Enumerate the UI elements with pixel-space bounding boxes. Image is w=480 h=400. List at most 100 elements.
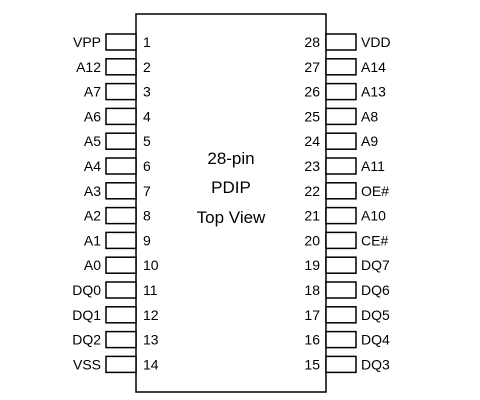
pin-box [325, 82, 357, 101]
pin-name: A0 [84, 257, 101, 273]
pin-name: A9 [361, 133, 378, 149]
pin-box [325, 33, 357, 51]
pin-number: 6 [143, 158, 151, 174]
pin-4: A6 4 [84, 107, 151, 126]
pin-number: 3 [143, 84, 151, 100]
pin-name: DQ3 [361, 356, 390, 372]
pin-number: 24 [304, 133, 320, 149]
pin-number: 25 [304, 108, 320, 124]
pin-name: A6 [84, 108, 101, 124]
pin-number: 11 [143, 282, 158, 298]
pin-16: 16 DQ4 [304, 330, 390, 349]
pin-box [105, 231, 137, 250]
pin-box [105, 206, 137, 225]
pin-15: 15 DQ3 [304, 355, 390, 374]
pin-22: 22 OE# [304, 182, 389, 200]
pin-name: A11 [361, 158, 385, 174]
pin-box [325, 182, 357, 200]
chip-body [135, 13, 327, 393]
pin-number: 28 [304, 34, 320, 50]
pin-name: A7 [84, 84, 101, 100]
pin-box [325, 107, 357, 126]
pin-number: 22 [304, 183, 320, 199]
pin-number: 19 [304, 257, 320, 273]
pin-name: A13 [361, 84, 386, 100]
pin-number: 23 [304, 158, 320, 174]
pin-number: 21 [304, 208, 320, 224]
pin-name: A4 [84, 158, 101, 174]
pin-number: 13 [143, 332, 159, 348]
pin-25: 25 A8 [304, 107, 378, 126]
pin-number: 2 [143, 59, 151, 75]
pin-19: 19 DQ7 [304, 256, 390, 274]
pin-2: A12 2 [76, 58, 151, 76]
pin-name: A3 [84, 183, 101, 199]
pin-box [325, 206, 357, 225]
pin-name: A1 [84, 232, 101, 248]
pin-name: A2 [84, 208, 101, 224]
pin-box [105, 355, 137, 374]
pin-box [325, 306, 357, 324]
pin-box [325, 256, 357, 274]
pin-name: VDD [361, 34, 391, 50]
pin-number: 27 [304, 59, 320, 75]
pin-3: A7 3 [84, 82, 151, 101]
pin-20: 20 CE# [304, 231, 388, 250]
pin-27: 27 A14 [304, 58, 386, 76]
pin-11: DQ0 11 [72, 281, 158, 299]
pin-box [105, 330, 137, 349]
pin-13: DQ2 13 [72, 330, 159, 349]
pin-6: A4 6 [84, 157, 151, 175]
pin-name: A5 [84, 133, 101, 149]
pin-28: 28 VDD [304, 33, 391, 51]
pin-box [105, 58, 137, 76]
pin-box [325, 231, 357, 250]
pin-name: OE# [361, 183, 389, 199]
pin-number: 12 [143, 307, 159, 323]
pin-box [105, 306, 137, 324]
pin-name: DQ6 [361, 282, 390, 298]
pin-name: A12 [76, 59, 101, 75]
pin-name: DQ4 [361, 332, 390, 348]
pin-box [105, 157, 137, 175]
pin-name: A14 [361, 59, 386, 75]
pin-number: 15 [304, 356, 320, 372]
pin-name: CE# [361, 232, 388, 248]
pin-name: DQ0 [72, 282, 101, 298]
pin-box [325, 281, 357, 299]
pin-name: DQ5 [361, 307, 390, 323]
pin-name: VPP [73, 34, 101, 50]
pin-box [105, 281, 137, 299]
pin-18: 18 DQ6 [304, 281, 390, 299]
pin-box [325, 330, 357, 349]
pin-number: 20 [304, 232, 320, 248]
pin-name: DQ2 [72, 332, 101, 348]
pin-number: 14 [143, 356, 159, 372]
pin-box [105, 82, 137, 101]
pin-number: 4 [143, 108, 151, 124]
pin-box [105, 182, 137, 200]
pin-name: DQ7 [361, 257, 390, 273]
pin-number: 18 [304, 282, 320, 298]
pin-number: 16 [304, 332, 320, 348]
pin-name: VSS [73, 356, 101, 372]
pin-10: A0 10 [84, 256, 159, 274]
pin-14: VSS 14 [73, 355, 159, 374]
pin-23: 23 A11 [304, 157, 385, 175]
pin-name: A8 [361, 108, 378, 124]
pin-21: 21 A10 [304, 206, 386, 225]
chip-label-package: PDIP [211, 178, 251, 197]
pin-box [325, 355, 357, 374]
pin-box [325, 132, 357, 150]
pin-name: A10 [361, 208, 386, 224]
pin-number: 10 [143, 257, 159, 273]
